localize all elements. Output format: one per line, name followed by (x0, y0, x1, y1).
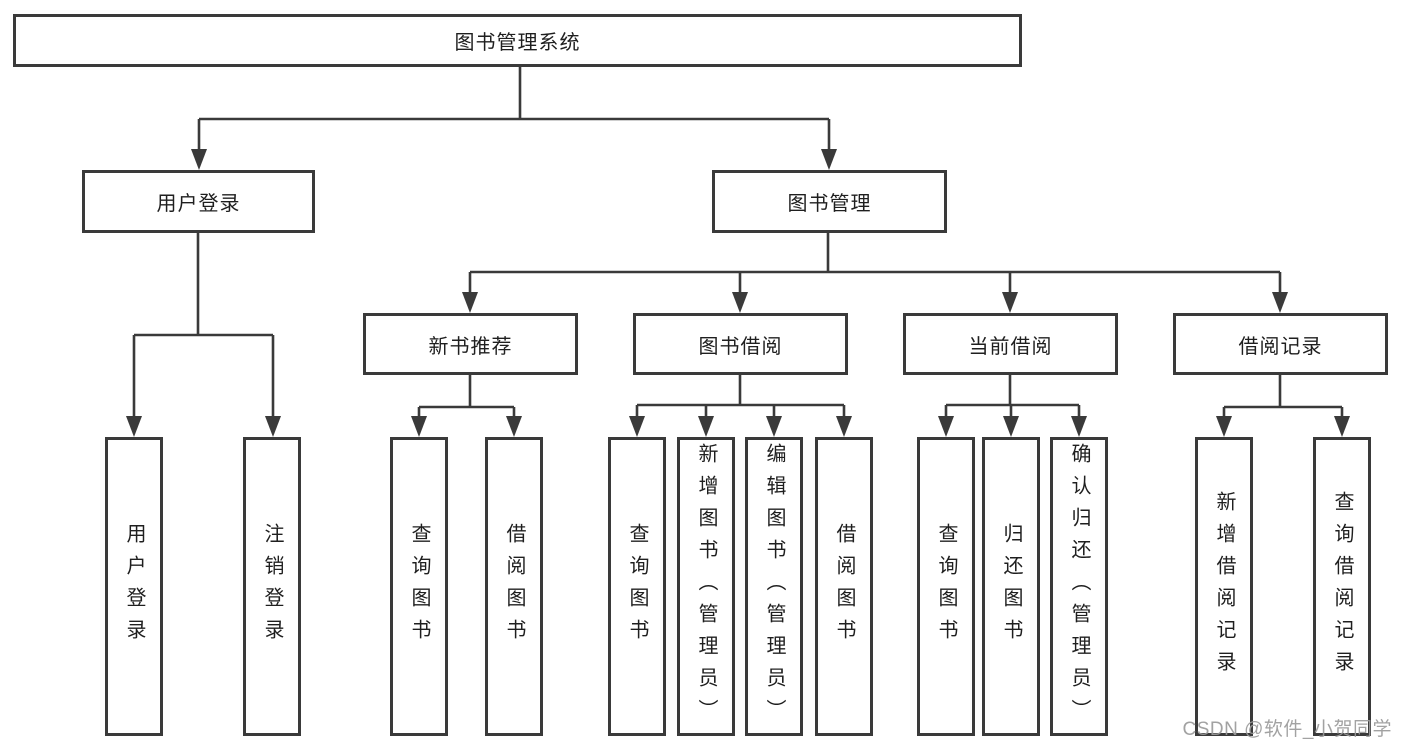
node-label: 用户登录 (123, 522, 145, 651)
node-label: 查询图书 (408, 522, 430, 651)
connector-new-book-branch (417, 375, 516, 420)
leaf-return-books: 归还图书 (982, 437, 1040, 736)
node-new-book-recommend: 新书推荐 (363, 313, 578, 375)
arrowheads (126, 149, 1350, 437)
node-label: 确认归还（管理员） (1068, 442, 1090, 731)
leaf-query-books-borrowing: 查询图书 (608, 437, 666, 736)
node-label: 查询图书 (935, 522, 957, 651)
leaf-logout: 注销登录 (243, 437, 301, 736)
leaf-add-borrow-record: 新增借阅记录 (1195, 437, 1253, 736)
node-book-management: 图书管理 (712, 170, 947, 233)
node-label: 注销登录 (261, 522, 283, 651)
node-label: 查询借阅记录 (1331, 490, 1353, 683)
node-label: 新增借阅记录 (1213, 490, 1235, 683)
leaf-query-books-recommend: 查询图书 (390, 437, 448, 736)
leaf-borrow-books: 借阅图书 (815, 437, 873, 736)
connector-current-borrow-branch (944, 375, 1081, 420)
node-library-system: 图书管理系统 (13, 14, 1022, 67)
node-current-borrowing: 当前借阅 (903, 313, 1118, 375)
node-label: 当前借阅 (968, 335, 1053, 358)
connector-root-to-level2 (197, 67, 831, 152)
leaf-user-login: 用户登录 (105, 437, 163, 736)
node-label: 编辑图书（管理员） (763, 442, 785, 731)
leaf-borrow-books-recommend: 借阅图书 (485, 437, 543, 736)
connector-user-login-branch (132, 233, 275, 420)
node-label: 归还图书 (1000, 522, 1022, 651)
leaf-add-books-admin: 新增图书（管理员） (677, 437, 735, 736)
connector-book-mgmt-branch (468, 233, 1282, 296)
connector-book-borrow-branch (635, 375, 846, 420)
node-borrowing-records: 借阅记录 (1173, 313, 1388, 375)
connector-borrow-records-branch (1222, 375, 1344, 420)
node-label: 查询图书 (626, 522, 648, 651)
leaf-edit-books-admin: 编辑图书（管理员） (745, 437, 803, 736)
leaf-query-books-current: 查询图书 (917, 437, 975, 736)
node-label: 新书推荐 (428, 335, 513, 358)
node-label: 图书管理 (787, 193, 872, 215)
leaf-confirm-return-admin: 确认归还（管理员） (1050, 437, 1108, 736)
leaf-query-borrow-record: 查询借阅记录 (1313, 437, 1371, 736)
node-label: 借阅记录 (1238, 335, 1323, 358)
node-label: 借阅图书 (503, 522, 525, 651)
node-label: 用户登录 (156, 193, 241, 215)
node-book-borrowing: 图书借阅 (633, 313, 848, 375)
node-label: 新增图书（管理员） (695, 442, 717, 731)
node-user-login: 用户登录 (82, 170, 315, 233)
node-label: 借阅图书 (833, 522, 855, 651)
node-label: 图书管理系统 (454, 32, 581, 54)
node-label: 图书借阅 (698, 335, 783, 358)
